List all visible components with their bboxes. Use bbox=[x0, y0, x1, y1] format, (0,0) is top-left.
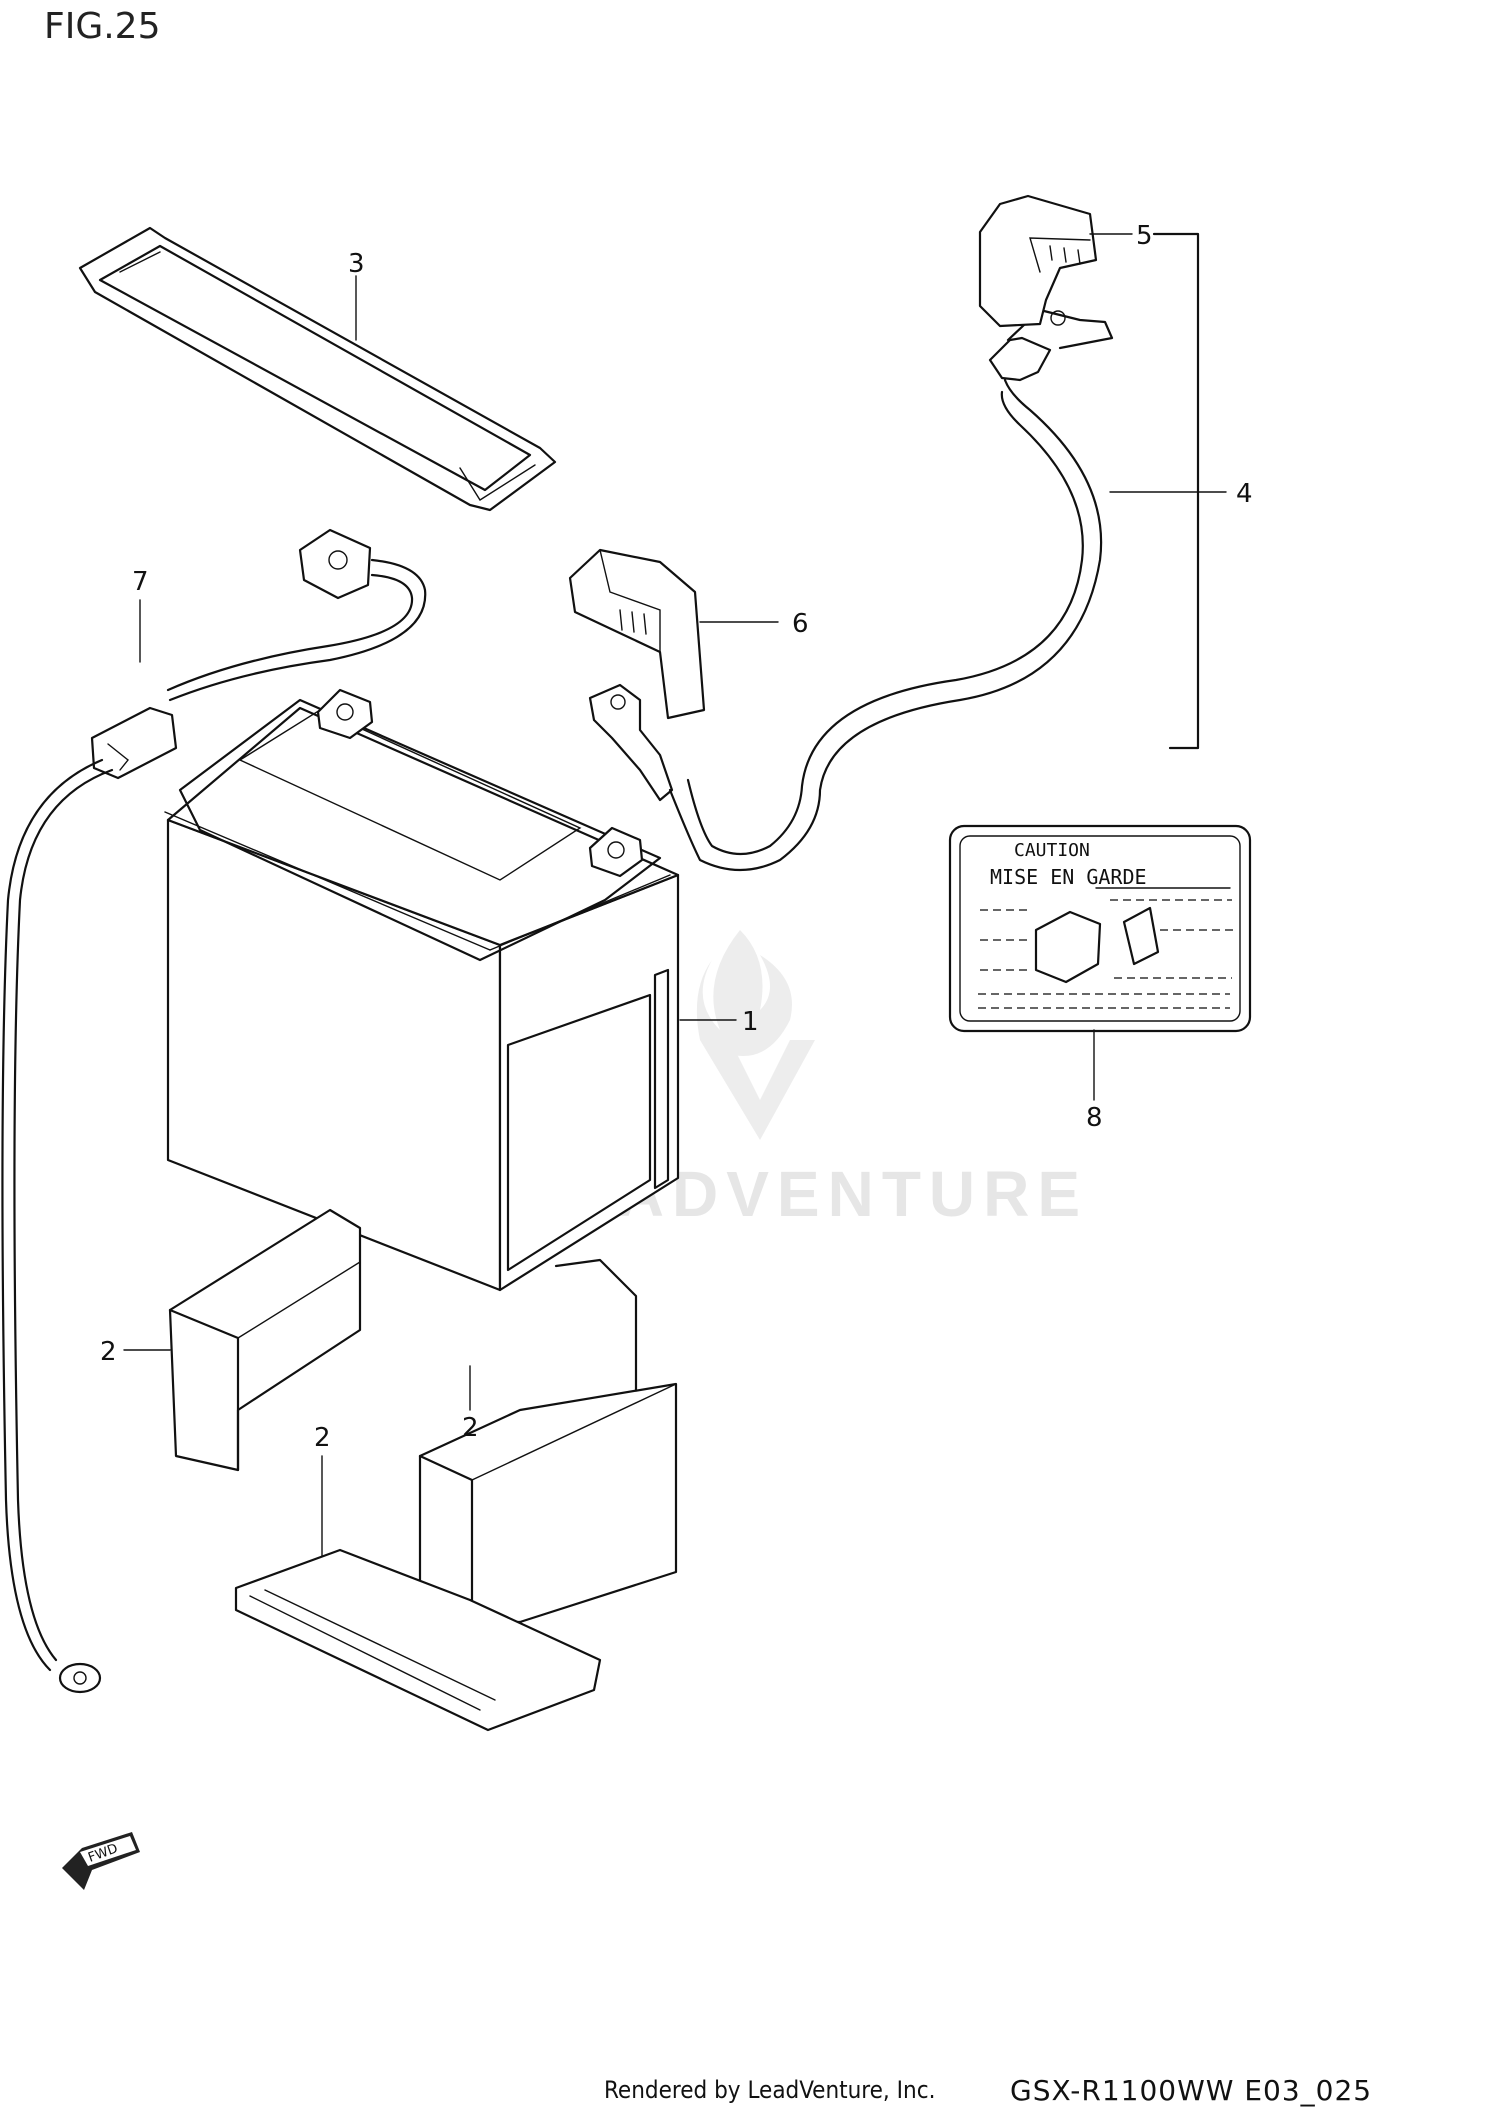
footer-model-code: GSX-R1100WW E03_025 bbox=[1010, 2074, 1373, 2107]
leader-lines bbox=[123, 233, 1227, 1557]
fwd-arrow-icon: FWD bbox=[62, 1832, 140, 1890]
callout-2-right: 2 bbox=[462, 1413, 479, 1443]
battery bbox=[164, 688, 680, 1292]
callout-numbers: 3 7 6 5 4 1 8 2 2 2 bbox=[100, 221, 1253, 1453]
caution-label-line2: MISE EN GARDE bbox=[990, 865, 1147, 889]
battery-spacer-bottom bbox=[234, 1548, 602, 1732]
callout-3: 3 bbox=[348, 249, 365, 279]
battery-spacer-left bbox=[168, 1208, 362, 1472]
terminal-cover-6 bbox=[568, 548, 706, 720]
callout-2-left: 2 bbox=[100, 1337, 117, 1367]
callout-1: 1 bbox=[742, 1007, 759, 1037]
callout-8: 8 bbox=[1086, 1103, 1103, 1133]
callout-6: 6 bbox=[792, 609, 809, 639]
battery-spacer-right bbox=[418, 1258, 678, 1624]
callout-2-bottom: 2 bbox=[314, 1423, 331, 1453]
figure-title: FIG.25 bbox=[44, 6, 161, 47]
minus-lead bbox=[1, 528, 427, 1694]
footer-credit: Rendered by LeadVenture, Inc. bbox=[604, 2076, 936, 2104]
callout-5: 5 bbox=[1136, 221, 1153, 251]
callout-4: 4 bbox=[1236, 479, 1253, 509]
battery-band bbox=[78, 226, 557, 512]
plus-lead bbox=[588, 308, 1114, 872]
caution-label: CAUTION MISE EN GARDE bbox=[948, 824, 1252, 1033]
group-bracket bbox=[1152, 232, 1200, 750]
caution-label-line1: CAUTION bbox=[1014, 840, 1090, 861]
callout-7: 7 bbox=[132, 567, 149, 597]
terminal-cover-5 bbox=[978, 194, 1098, 328]
